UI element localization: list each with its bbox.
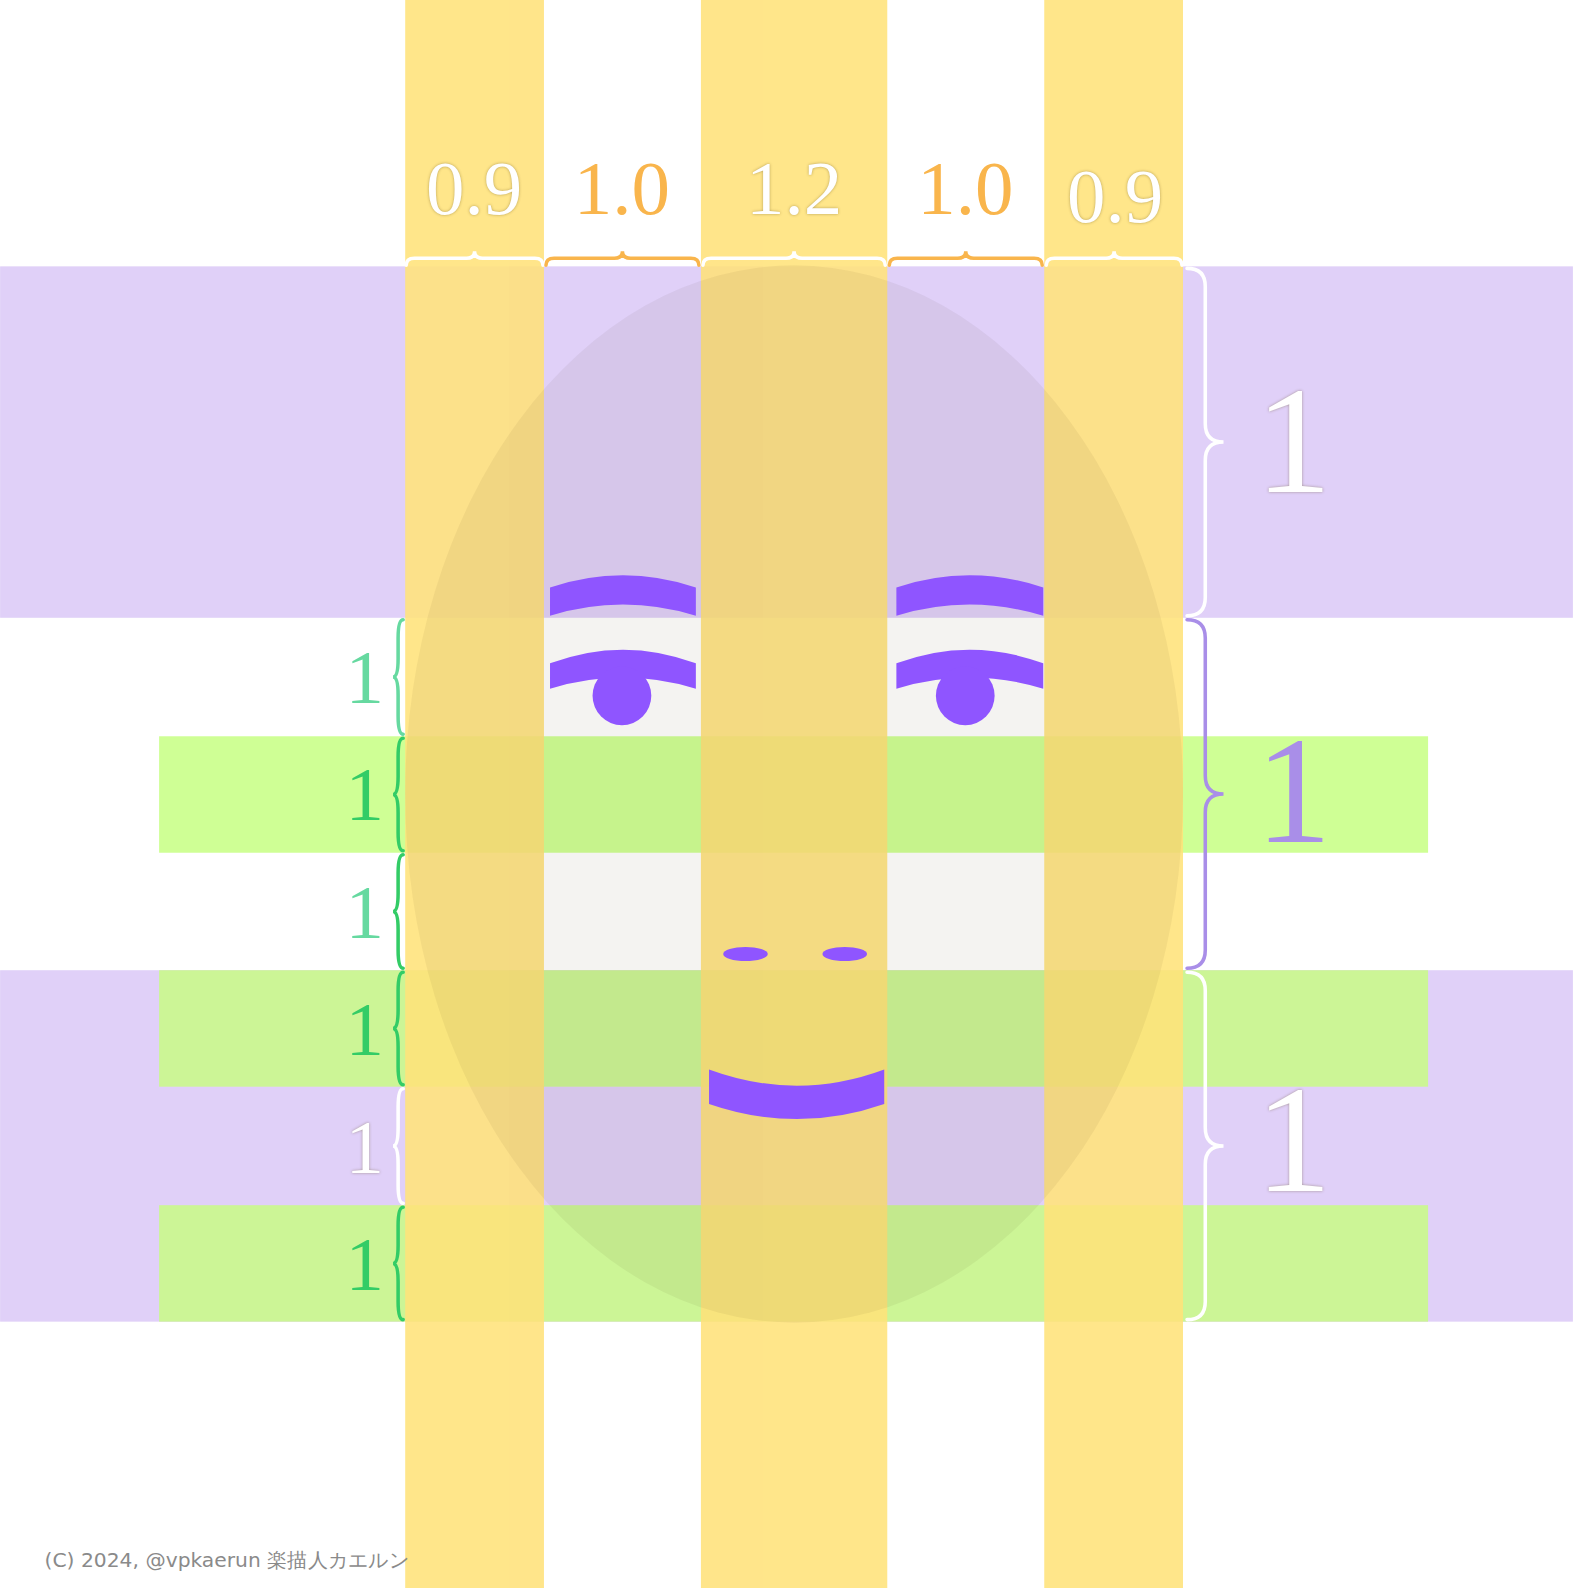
dimension-label: 1 xyxy=(345,1226,383,1303)
dimension-label: 1 xyxy=(345,991,383,1068)
yellow-columns xyxy=(405,0,1183,1588)
curly-brace xyxy=(393,620,403,734)
curly-brace xyxy=(406,251,543,265)
curly-brace xyxy=(393,972,403,1084)
dimension-label: 1.2 xyxy=(746,149,842,226)
curly-brace xyxy=(393,1089,403,1203)
curly-brace xyxy=(546,251,699,265)
nostril xyxy=(822,947,867,961)
dimension-label: 1 xyxy=(345,638,383,715)
dimension-label: 1 xyxy=(1255,365,1331,517)
curly-brace xyxy=(703,251,885,265)
curly-brace xyxy=(393,738,403,850)
dimension-label: 1.0 xyxy=(574,149,670,226)
face-features xyxy=(550,575,1043,1119)
nostril xyxy=(723,947,768,961)
face-outline xyxy=(405,265,1183,1322)
curly-brace xyxy=(1187,268,1223,615)
pupil xyxy=(936,666,995,725)
curly-brace xyxy=(1187,620,1223,968)
watermark: (C) 2024, @vpkaerun 楽描人カエルン xyxy=(45,1550,409,1570)
curly-brace xyxy=(889,251,1042,265)
curly-brace xyxy=(393,855,403,968)
brackets xyxy=(393,251,1223,1319)
curly-brace xyxy=(1187,972,1223,1319)
dimension-label: 1 xyxy=(345,756,383,833)
mouth xyxy=(709,1069,884,1119)
eyebrow xyxy=(896,575,1043,616)
dimension-label: 0.9 xyxy=(426,149,522,226)
dimension-label: 1 xyxy=(345,1108,383,1185)
pupil xyxy=(593,666,652,725)
dimension-label: 1 xyxy=(1255,714,1331,866)
dimension-label: 1 xyxy=(1255,1064,1331,1216)
curly-brace xyxy=(393,1207,403,1319)
dimension-label: 1 xyxy=(345,873,383,950)
dimension-label: 1.0 xyxy=(917,149,1013,226)
dimension-label: 0.9 xyxy=(1067,157,1163,234)
eyebrow xyxy=(550,575,696,616)
curly-brace xyxy=(1046,251,1182,265)
